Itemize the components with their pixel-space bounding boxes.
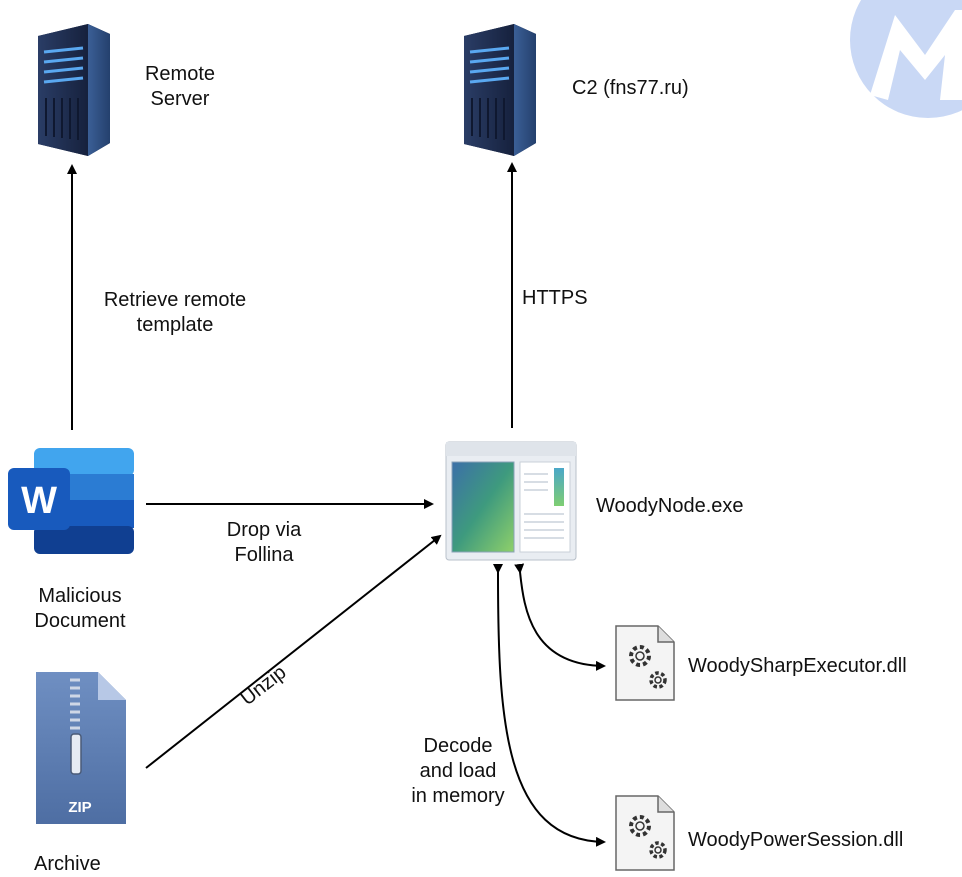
application-window-icon xyxy=(445,441,577,561)
arrow-archive-to-woodynode xyxy=(145,534,442,769)
archive-badge: ZIP xyxy=(68,799,91,816)
remote-server-label: Remote Server xyxy=(144,63,216,110)
malicious-document-label: Malicious Document xyxy=(34,585,126,632)
server-tower-icon xyxy=(464,24,536,156)
server-tower-icon xyxy=(38,24,110,156)
edge-label-drop-via-follina: Drop via Follina xyxy=(226,519,302,566)
svg-text:W: W xyxy=(21,480,57,522)
woodypower-label: WoodyPowerSession.dll xyxy=(688,829,904,851)
c2-label: C2 (fns77.ru) xyxy=(572,77,689,99)
edge-label-decode-load: Decode and load in memory xyxy=(411,735,505,807)
edge-label-https: HTTPS xyxy=(522,287,588,309)
dll-gear-file-icon xyxy=(615,625,675,701)
zip-archive-icon: ZIP xyxy=(36,672,126,824)
dll-gear-file-icon xyxy=(615,795,675,871)
archive-label: Archive xyxy=(34,853,101,875)
word-document-icon: W xyxy=(8,448,134,554)
edge-label-retrieve-template: Retrieve remote template xyxy=(103,289,247,336)
brand-logo-watermark xyxy=(850,0,962,118)
arrow-woodynode-woodypower xyxy=(492,563,606,847)
woodysharp-label: WoodySharpExecutor.dll xyxy=(688,655,907,677)
woodynode-label: WoodyNode.exe xyxy=(596,495,744,517)
arrow-woodynode-woodysharp xyxy=(514,563,606,671)
